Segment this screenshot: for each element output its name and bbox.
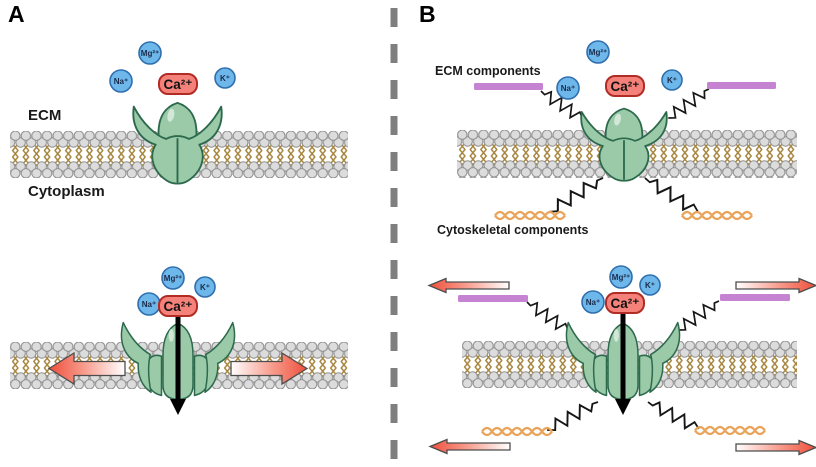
calcium-ion: Ca²⁺ [605,75,645,97]
cytoskeletal-filament [693,425,767,436]
cytoskeletal-filament [680,210,754,221]
force-arrow-left [428,277,510,294]
magnesium-ion: Mg²⁺ [138,41,162,65]
magnesium-ion-label: Mg²⁺ [612,273,630,282]
ecm-component-bar [707,82,776,89]
tether-spring [644,395,703,436]
tether-spring [522,296,573,337]
ecm-component-bar [458,295,528,302]
calcium-ion: Ca²⁺ [158,295,198,317]
potassium-ion-label: K⁺ [220,74,230,83]
calcium-ion-label: Ca²⁺ [164,299,193,314]
cytoplasm-label: Cytoplasm [28,183,105,200]
tether-spring [545,171,608,218]
magnesium-ion: Mg²⁺ [609,265,633,289]
cytoskeletal-filament [480,426,554,437]
sodium-ion-label: Na⁺ [586,298,600,307]
potassium-ion-label: K⁺ [645,281,655,290]
panel-a-label: A [8,1,25,27]
magnesium-ion-label: Mg²⁺ [589,48,607,57]
sodium-ion: Na⁺ [556,76,580,100]
calcium-ion-label: Ca²⁺ [611,296,640,311]
calcium-ion-label: Ca²⁺ [611,79,640,94]
sodium-ion-label: Na⁺ [114,77,128,86]
sodium-ion: Na⁺ [137,292,161,316]
calcium-influx-arrow [615,313,631,415]
tether-spring [640,171,703,219]
panel-b-label: B [419,1,436,27]
tether-spring [543,395,602,437]
force-arrow-left [429,438,511,455]
sodium-ion: Na⁺ [109,69,133,93]
potassium-ion-label: K⁺ [200,283,210,292]
magnesium-ion: Mg²⁺ [586,40,610,64]
force-arrow-right [735,439,816,456]
potassium-ion: K⁺ [214,67,236,89]
potassium-ion: K⁺ [661,69,683,91]
potassium-ion: K⁺ [639,274,661,296]
cytoskeletal-filament [493,210,567,221]
force-arrow-right [735,277,816,294]
magnesium-ion: Mg²⁺ [161,266,185,290]
ecm-component-bar [474,83,543,90]
ecm-components-label: ECM components [435,64,541,78]
ecm-label: ECM [28,107,61,124]
tether-spring [673,295,724,336]
magnesium-ion-label: Mg²⁺ [141,49,159,58]
sodium-ion-label: Na⁺ [142,300,156,309]
calcium-ion: Ca²⁺ [605,292,645,314]
ecm-component-bar [720,294,790,301]
potassium-ion-label: K⁺ [667,76,677,85]
calcium-ion-label: Ca²⁺ [164,77,193,92]
potassium-ion: K⁺ [194,276,216,298]
calcium-ion: Ca²⁺ [158,73,198,95]
sodium-ion: Na⁺ [581,290,605,314]
sodium-ion-label: Na⁺ [561,84,575,93]
calcium-influx-arrow [170,316,186,415]
magnesium-ion-label: Mg²⁺ [164,274,182,283]
cytoskeletal-components-label: Cytoskeletal components [437,223,588,237]
